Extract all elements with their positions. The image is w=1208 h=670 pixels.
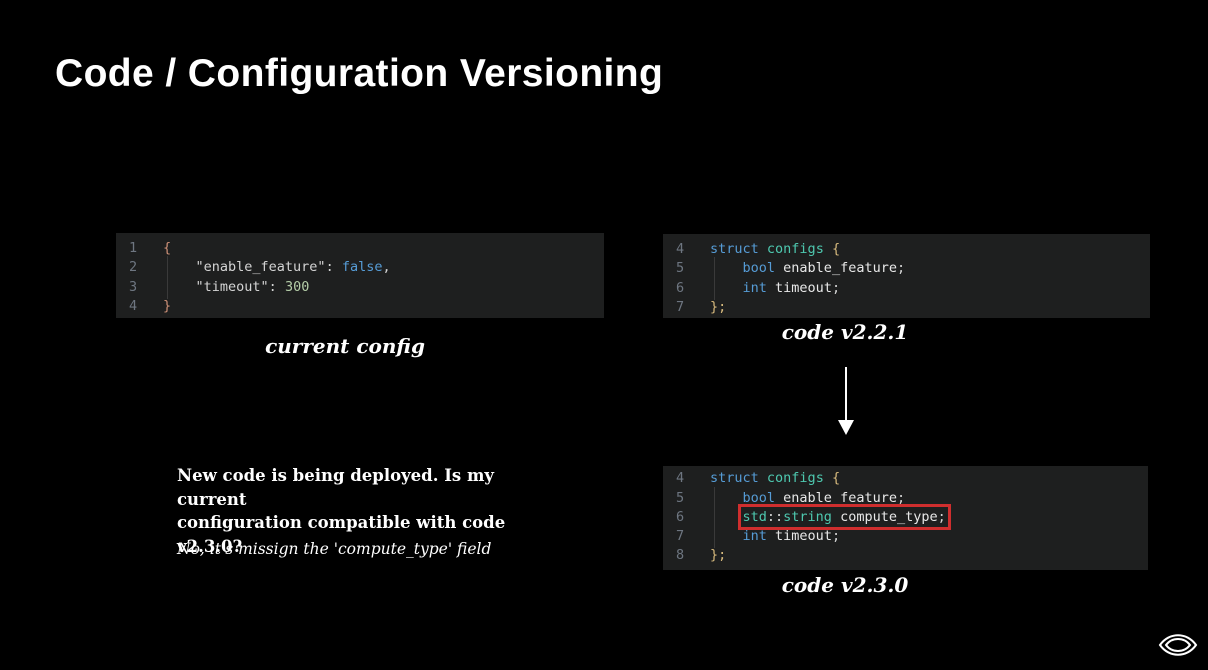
line-number: 5 — [676, 489, 685, 506]
code-line: 7 int timeout; — [663, 525, 1148, 549]
indent-guide — [167, 256, 168, 280]
page-title: Code / Configuration Versioning — [55, 52, 664, 95]
code-line: 7}; — [663, 298, 1150, 317]
line-number: 7 — [676, 528, 685, 545]
question-text: New code is being deployed. Is my curren… — [177, 466, 506, 556]
line-number: 4 — [676, 241, 685, 257]
highlight-box: std::string compute_type; — [737, 503, 951, 530]
line-number: 6 — [676, 508, 685, 525]
indent-guide — [167, 275, 168, 299]
line-number: 8 — [676, 547, 685, 564]
line-number: 3 — [663, 466, 710, 469]
indent-guide — [714, 276, 715, 300]
code-line: 4} — [116, 297, 604, 316]
code-line: 8}; — [663, 546, 1148, 565]
line-number: 7 — [676, 298, 685, 315]
code-line: 1{ — [116, 239, 604, 258]
line-number: 2 — [129, 259, 138, 276]
line-number: 6 — [676, 279, 685, 296]
caption-code-v230: code v2.3.0 — [781, 573, 909, 597]
code-line: 6 std::string compute_type; — [663, 503, 1148, 530]
caption-code-v221: code v2.2.1 — [781, 320, 909, 344]
code-line: 3 "timeout": 300 — [116, 275, 604, 299]
code-line: 3 — [663, 466, 1148, 469]
arrow-head — [838, 420, 854, 435]
line-number: 4 — [129, 297, 138, 314]
code-line: 5 bool enable_feature; — [663, 257, 1150, 281]
indent-guide — [714, 257, 715, 281]
line-number: 4 — [676, 470, 685, 487]
code-line: 6 int timeout; — [663, 276, 1150, 300]
down-arrow-icon — [837, 367, 855, 437]
diamond-logo-icon — [1158, 634, 1198, 656]
indent-guide — [714, 486, 715, 510]
code-line: 5 bool enable_feature; — [663, 486, 1148, 510]
indent-guide — [714, 525, 715, 549]
caption-current-config: current config — [265, 334, 425, 358]
code-line: 2 "enable_feature": false, — [116, 256, 604, 280]
line-number: 3 — [129, 278, 138, 295]
code-content: 34struct configs {5 bool enable_feature;… — [663, 466, 1148, 566]
line-number: 1 — [129, 240, 138, 256]
code-block-v230: 34struct configs {5 bool enable_feature;… — [663, 466, 1148, 570]
answer-text: No, it's missign the 'compute_type' fiel… — [177, 540, 492, 558]
arrow-line — [845, 367, 847, 421]
indent-guide — [714, 505, 715, 530]
code-block-current-config: 1{2 "enable_feature": false,3 "timeout":… — [116, 233, 604, 318]
code-content: 1{2 "enable_feature": false,3 "timeout":… — [116, 233, 604, 316]
line-number: 5 — [676, 260, 685, 277]
